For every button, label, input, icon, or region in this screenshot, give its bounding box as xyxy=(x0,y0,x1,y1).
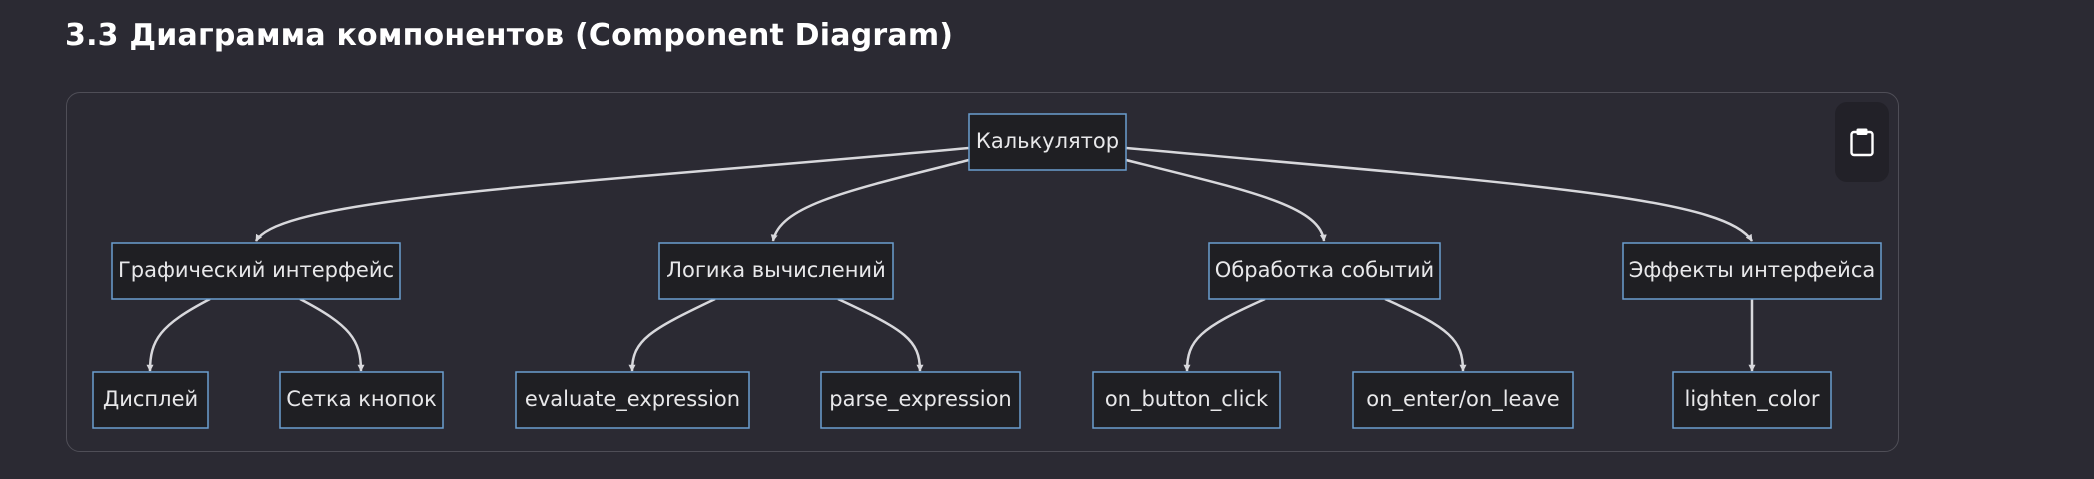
node-effects: Эффекты интерфейса xyxy=(1622,242,1882,300)
node-display: Дисплей xyxy=(92,371,209,429)
node-parse-expression: parse_expression xyxy=(820,371,1021,429)
section-title: 3.3 Диаграмма компонентов (Component Dia… xyxy=(65,18,954,53)
node-lighten-color: lighten_color xyxy=(1672,371,1832,429)
node-label-calculator: Калькулятор xyxy=(976,129,1119,153)
node-label-button-grid: Сетка кнопок xyxy=(286,387,437,411)
edge-events-enter-leave xyxy=(1384,297,1467,372)
node-label-evaluate-expression: evaluate_expression xyxy=(525,387,740,412)
copy-diagram-button[interactable] xyxy=(1835,102,1889,182)
clipboard-icon xyxy=(1850,128,1874,157)
node-label-parse-expression: parse_expression xyxy=(829,387,1011,412)
node-label-display: Дисплей xyxy=(103,387,198,411)
node-label-on-button-click: on_button_click xyxy=(1105,387,1269,412)
edge-events-button-click xyxy=(1183,297,1266,372)
edge-calculator-effects xyxy=(1125,146,1754,242)
node-button-grid: Сетка кнопок xyxy=(279,371,444,429)
node-label-logic: Логика вычислений xyxy=(666,258,885,282)
edge-calculator-events xyxy=(1125,158,1327,242)
node-label-events: Обработка событий xyxy=(1215,258,1434,282)
node-evaluate-expression: evaluate_expression xyxy=(515,371,750,429)
node-label-on-enter-on-leave: on_enter/on_leave xyxy=(1366,387,1559,412)
node-label-effects: Эффекты интерфейса xyxy=(1629,258,1875,282)
node-label-gui: Графический интерфейс xyxy=(118,258,394,282)
edge-logic-evaluate xyxy=(628,297,716,372)
node-on-button-click: on_button_click xyxy=(1092,371,1281,429)
edge-calculator-gui xyxy=(254,146,970,242)
node-events: Обработка событий xyxy=(1208,242,1441,300)
node-label-lighten-color: lighten_color xyxy=(1685,387,1820,412)
node-gui: Графический интерфейс xyxy=(111,242,401,300)
edge-gui-display xyxy=(146,297,211,372)
edge-gui-button-grid xyxy=(299,297,365,372)
node-calculator: Калькулятор xyxy=(968,113,1127,171)
node-on-enter-on-leave: on_enter/on_leave xyxy=(1352,371,1574,429)
node-logic: Логика вычислений xyxy=(658,242,894,300)
edge-logic-parse xyxy=(837,297,924,372)
edge-calculator-logic xyxy=(770,158,970,242)
